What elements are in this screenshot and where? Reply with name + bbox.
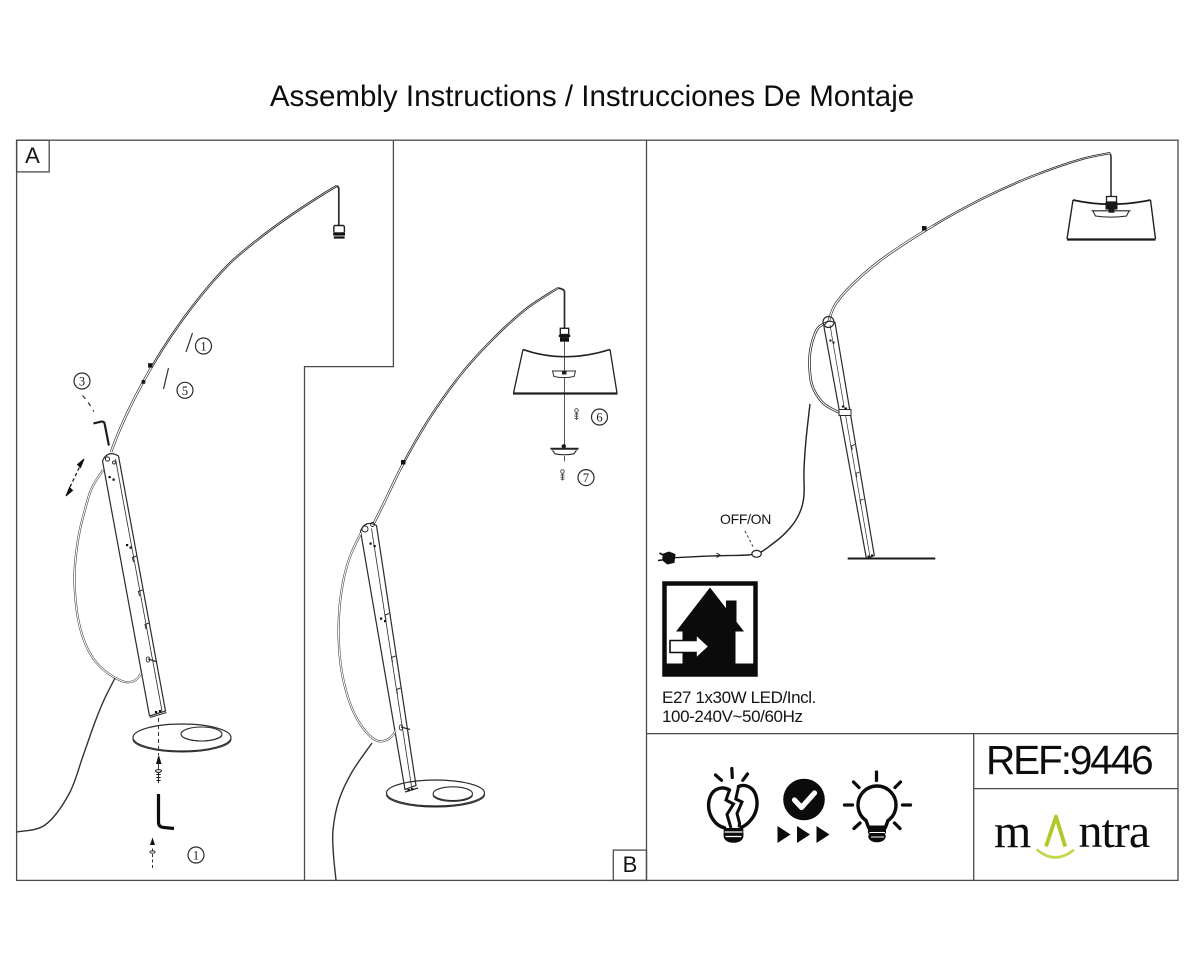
svg-text:1: 1 — [193, 849, 199, 863]
svg-text:6: 6 — [596, 411, 602, 425]
svg-text:1: 1 — [200, 340, 206, 354]
svg-text:3: 3 — [79, 375, 85, 389]
svg-text:5: 5 — [182, 384, 188, 398]
svg-text:7: 7 — [583, 471, 589, 485]
